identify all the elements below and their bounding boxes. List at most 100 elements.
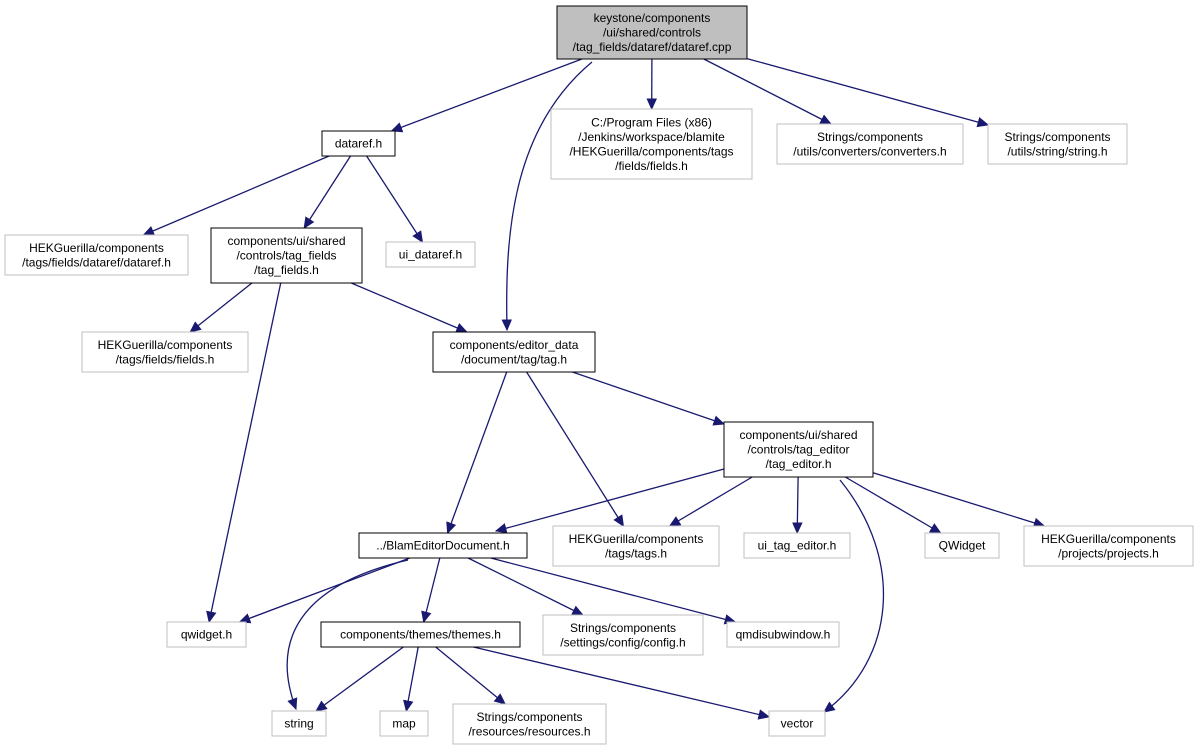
node-blam-editor-doc-h[interactable]: ../BlamEditorDocument.h	[358, 532, 528, 559]
node-label-line: C:/Program Files (x86)	[591, 115, 712, 129]
node-hek-dataref-h[interactable]: HEKGuerilla/components/tags/fields/datar…	[4, 234, 189, 276]
node-label-line: HEKGuerilla/components	[569, 532, 704, 546]
node-label-line: /tag_fields.h	[254, 263, 319, 277]
node-label-line: /tag_fields/dataref/dataref.cpp	[573, 40, 732, 54]
node-fields-h-jenkins[interactable]: C:/Program Files (x86)/Jenkins/workspace…	[550, 108, 753, 180]
node-label-line: /projects/projects.h	[1058, 546, 1159, 560]
node-hek-projects-h[interactable]: HEKGuerilla/components/projects/projects…	[1023, 525, 1194, 567]
node-box	[556, 5, 748, 60]
node-label-line: /utils/string/string.h	[1007, 144, 1107, 158]
edge-blam-editor-doc-h-to-config-h	[467, 557, 584, 616]
node-label-line: map	[392, 717, 416, 731]
node-label-line: /settings/config/config.h	[560, 635, 685, 649]
node-box	[320, 621, 521, 648]
edge-blam-editor-doc-h-to-qmdisubwindow-h	[490, 557, 737, 625]
node-box	[385, 241, 476, 268]
edge-tag-h-to-blam-editor-doc-h	[446, 371, 508, 535]
node-box	[1023, 525, 1194, 567]
node-label-line: Strings/components	[570, 621, 676, 635]
node-config-h[interactable]: Strings/components/settings/config/confi…	[542, 614, 704, 656]
edge-dataref-h-to-ui-dataref-h	[366, 155, 424, 243]
edge-themes-h-to-resources-h	[435, 646, 507, 705]
edge-root-to-converters-h	[703, 58, 832, 125]
node-tag-h[interactable]: components/editor_data/document/tag/tag.…	[432, 331, 596, 373]
node-label-line: string	[284, 717, 313, 731]
node-converters-h[interactable]: Strings/components/utils/converters/conv…	[776, 123, 964, 165]
edge-root-to-dataref-h	[390, 58, 583, 133]
node-hek-fields-h[interactable]: HEKGuerilla/components/tags/fields/field…	[81, 331, 249, 373]
edge-dataref-h-to-hek-dataref-h	[142, 155, 330, 236]
node-label-line: components/editor_data	[450, 338, 579, 352]
node-vector-std[interactable]: vector	[768, 710, 826, 737]
edge-root-to-string-h	[746, 57, 990, 128]
node-label-line: /controls/tag_fields	[236, 249, 336, 263]
node-box	[271, 710, 327, 737]
node-label-line: Strings/components	[476, 710, 582, 724]
edge-tag-editor-h-to-blam-editor-doc-h	[494, 468, 725, 534]
node-resources-h[interactable]: Strings/components/resources/resources.h	[452, 703, 607, 745]
edge-tag-editor-h-to-hek-tags-h	[668, 476, 753, 527]
node-box	[550, 108, 753, 180]
edge-themes-h-to-vector-std	[473, 646, 771, 720]
node-label-line: Strings/components	[817, 130, 923, 144]
node-qwidget-cls[interactable]: QWidget	[924, 532, 1000, 559]
edge-themes-h-to-string-std	[315, 646, 404, 712]
edge-tag-fields-h-to-tag-h	[351, 282, 468, 333]
edge-tag-editor-h-to-qwidget-cls	[844, 476, 942, 534]
node-box	[552, 525, 720, 567]
node-label-line: /tags/fields/dataref/dataref.h	[22, 255, 171, 269]
node-qwidget-h[interactable]: qwidget.h	[166, 621, 247, 648]
node-box	[987, 123, 1128, 165]
node-label-line: HEKGuerilla/components	[1041, 532, 1176, 546]
node-label-line: ../BlamEditorDocument.h	[376, 539, 509, 553]
node-label-line: QWidget	[939, 539, 986, 553]
node-box	[321, 130, 396, 157]
node-box	[81, 331, 249, 373]
node-label-line: qwidget.h	[181, 628, 232, 642]
node-label-line: /fields/fields.h	[615, 159, 688, 173]
node-dataref-h[interactable]: dataref.h	[321, 130, 396, 157]
node-label-line: components/themes/themes.h	[340, 628, 501, 642]
node-root[interactable]: keystone/components/ui/shared/controls/t…	[556, 5, 748, 60]
node-label-line: /controls/tag_editor	[747, 443, 849, 457]
node-string-std[interactable]: string	[271, 710, 327, 737]
node-box	[379, 710, 429, 737]
node-qmdisubwindow-h[interactable]: qmdisubwindow.h	[726, 621, 840, 648]
node-map-std[interactable]: map	[379, 710, 429, 737]
node-box	[723, 421, 874, 478]
node-box	[358, 532, 528, 559]
node-ui-tag-editor-h[interactable]: ui_tag_editor.h	[743, 532, 851, 559]
node-label-line: /utils/converters/converters.h	[793, 144, 946, 158]
node-box	[776, 123, 964, 165]
node-tag-editor-h[interactable]: components/ui/shared/controls/tag_editor…	[723, 421, 874, 478]
edge-tag-fields-h-to-hek-fields-h	[189, 282, 253, 333]
node-label-line: /document/tag/tag.h	[461, 352, 567, 366]
edge-tag-editor-h-to-vector-std	[823, 479, 885, 713]
node-label-line: keystone/components	[594, 11, 711, 25]
edge-blam-editor-doc-h-to-qwidget-h	[238, 557, 411, 624]
node-hek-tags-h[interactable]: HEKGuerilla/components/tags/tags.h	[552, 525, 720, 567]
node-tag-fields-h[interactable]: components/ui/shared/controls/tag_fields…	[210, 227, 363, 284]
node-box	[4, 234, 189, 276]
node-label-line: /tags/tags.h	[605, 546, 667, 560]
edge-tag-editor-h-to-ui-tag-editor-h	[792, 476, 803, 535]
node-label-line: HEKGuerilla/components	[29, 241, 164, 255]
node-label-line: /Jenkins/workspace/blamite	[578, 130, 725, 144]
node-label-line: Strings/components	[1004, 130, 1110, 144]
node-label-line: /ui/shared/controls	[603, 26, 701, 40]
node-label-line: vector	[781, 717, 814, 731]
node-box	[166, 621, 247, 648]
node-themes-h[interactable]: components/themes/themes.h	[320, 621, 521, 648]
node-string-h[interactable]: Strings/components/utils/string/string.h	[987, 123, 1128, 165]
edge-tag-fields-h-to-qwidget-h	[206, 282, 282, 624]
node-box	[726, 621, 840, 648]
edge-themes-h-to-map-std	[403, 646, 419, 713]
node-label-line: ui_tag_editor.h	[758, 539, 837, 553]
edge-tag-h-to-tag-editor-h	[572, 371, 726, 426]
edge-blam-editor-doc-h-to-string-std	[286, 559, 409, 711]
edge-tag-h-to-hek-tags-h	[526, 371, 625, 527]
node-label-line: HEKGuerilla/components	[98, 338, 233, 352]
node-label-line: /tags/fields/fields.h	[116, 352, 215, 366]
node-ui-dataref-h[interactable]: ui_dataref.h	[385, 241, 476, 268]
